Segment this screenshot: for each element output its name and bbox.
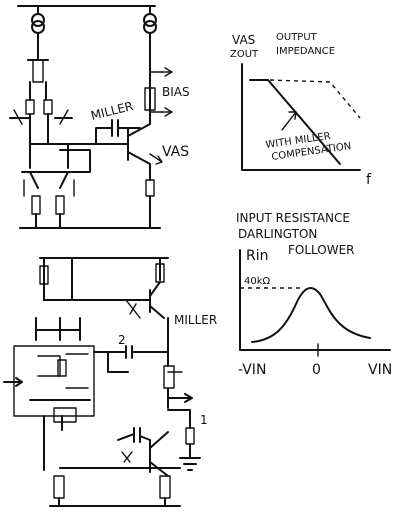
graph2-y-label: Rin: [246, 248, 269, 264]
graph1-title-zout: ZOUT: [230, 49, 259, 60]
graph2-x-mid-label: 0: [312, 362, 321, 378]
miller-cap-mark: [125, 299, 141, 319]
bias-label: BIAS: [162, 85, 190, 99]
output-impedance-graph: VAS ZOUT OUTPUT IMPEDANCE WITH MILLER CO…: [230, 32, 372, 188]
vas-transistor: [79, 67, 173, 229]
miller-label-bottom: MILLER: [174, 313, 217, 327]
graph2-x-right-label: VIN: [368, 362, 392, 378]
input-stage: [3, 317, 95, 431]
miller-capacitor: [95, 119, 141, 145]
vas-label: VAS: [162, 144, 189, 160]
graph2-x-left-label: -VIN: [238, 362, 266, 378]
graph2-title-line2: DARLINGTON: [238, 227, 317, 241]
graph1-title-impedance: IMPEDANCE: [276, 46, 335, 57]
bottom-schematic: 2 1 MILLER: [3, 257, 217, 507]
graph1-curve-miller: [249, 79, 341, 165]
right-current-source: [143, 5, 157, 81]
node-2-label: 2: [118, 333, 126, 347]
miller-capacitor-2: [93, 345, 169, 359]
graph1-axes: [241, 63, 361, 171]
graph1-x-label: f: [366, 172, 372, 188]
top-schematic: BIAS MILLER VAS: [9, 5, 190, 229]
graph2-curve: [251, 287, 371, 343]
left-current-source: [31, 5, 45, 51]
input-long-tail-pair: [9, 49, 81, 145]
graph2-level-label: 40kΩ: [244, 276, 271, 287]
input-resistance-graph: INPUT RESISTANCE DARLINGTON FOLLOWER Rin…: [236, 211, 392, 378]
ground-symbol: [179, 443, 201, 471]
miller-cap-3: [117, 427, 151, 443]
graph1-arrow: [281, 111, 297, 131]
output-transistor-bottom: [149, 431, 169, 477]
output-node: [167, 387, 193, 409]
output-transistor-top: [149, 281, 165, 319]
graph1-title-vas: VAS: [232, 33, 255, 47]
graph2-title-line1: INPUT RESISTANCE: [236, 211, 350, 225]
graph1-curve-no-miller: [269, 79, 361, 119]
graph1-title-output: OUTPUT: [276, 32, 318, 43]
input-arrow: [3, 377, 23, 387]
current-mirror: [19, 143, 161, 229]
graph2-title-line3: FOLLOWER: [288, 243, 355, 257]
node-1-label: 1: [200, 413, 208, 427]
graph2-axes: [239, 249, 391, 351]
